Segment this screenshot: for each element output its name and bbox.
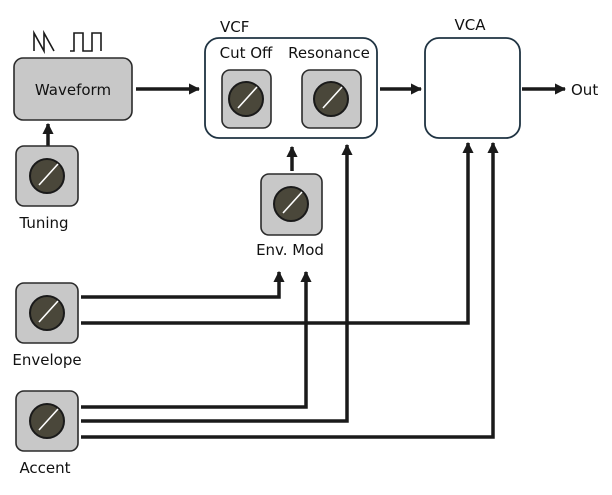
envelope-knob[interactable] (15, 282, 79, 344)
square-wave-icon (70, 32, 102, 52)
sawtooth-wave-icon (33, 29, 55, 55)
accent-label: Accent (19, 459, 70, 477)
envelope-label: Envelope (12, 351, 81, 369)
vcf-title: VCF (220, 18, 249, 36)
accent-to-vca-wire (81, 141, 499, 439)
resonance-label: Resonance (288, 44, 370, 62)
accent-knob[interactable] (15, 390, 79, 452)
waveform-block (13, 57, 133, 121)
knob-icon (38, 163, 59, 186)
vca-block (424, 37, 521, 139)
tuning-knob[interactable] (15, 145, 79, 207)
envelope-to-envmod-wire (81, 270, 285, 299)
knob-icon (237, 86, 258, 109)
env-mod-label: Env. Mod (256, 241, 324, 259)
cutoff-knob[interactable] (221, 69, 272, 129)
waveform-label: Waveform (35, 81, 111, 99)
env-mod-knob[interactable] (260, 173, 323, 236)
cutoff-label: Cut Off (220, 44, 273, 62)
envelope-to-vca-wire (81, 141, 474, 325)
knob-icon (282, 191, 303, 214)
accent-to-envmod-wire (81, 270, 312, 409)
out-label: Out (571, 81, 598, 99)
knob-icon (38, 408, 59, 431)
knob-icon (38, 300, 59, 323)
knob-icon (322, 86, 343, 109)
tuning-label: Tuning (18, 214, 68, 232)
vca-title: VCA (455, 16, 487, 34)
resonance-knob[interactable] (301, 69, 362, 129)
accent-to-resonance-wire (81, 143, 353, 423)
